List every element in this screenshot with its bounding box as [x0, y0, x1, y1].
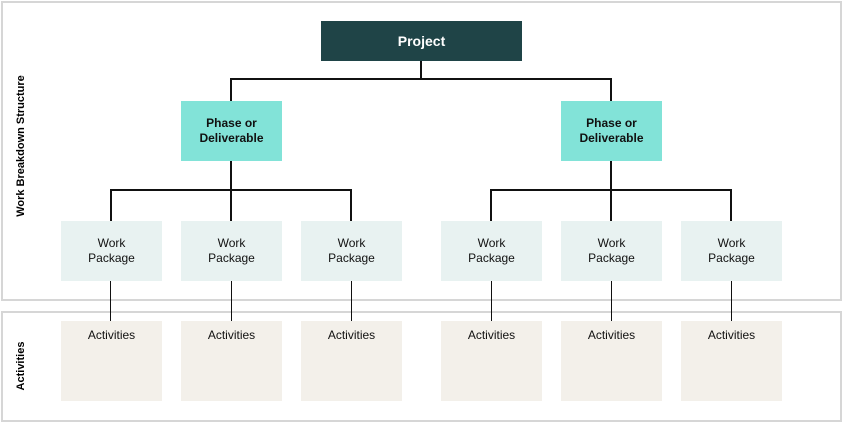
work-package-node: Work Package [181, 221, 282, 281]
connector-phase-1-drop [230, 78, 232, 101]
activities-node: Activities [301, 321, 402, 401]
activities-node: Activities [181, 321, 282, 401]
connector-activity-1 [110, 281, 111, 321]
connector-activity-5 [611, 281, 612, 321]
phase-node: Phase or Deliverable [561, 101, 662, 161]
work-package-node: Work Package [61, 221, 162, 281]
work-package-node: Work Package [441, 221, 542, 281]
connector-wp-4-drop [490, 189, 492, 221]
connector-activity-2 [231, 281, 232, 321]
work-package-node: Work Package [301, 221, 402, 281]
connector-activity-3 [351, 281, 352, 321]
connector-activity-6 [731, 281, 732, 321]
work-package-node: Work Package [561, 221, 662, 281]
connector-project-stem [420, 61, 422, 80]
activities-section-label: Activities [15, 341, 27, 391]
connector-wp-6-drop [730, 189, 732, 221]
connector-wp-3-drop [350, 189, 352, 221]
connector-phase-bar [230, 78, 612, 80]
connector-phase-1-stem [230, 161, 232, 191]
activities-node: Activities [61, 321, 162, 401]
connector-phase-2-drop [610, 78, 612, 101]
activities-node: Activities [561, 321, 662, 401]
connector-activity-4 [491, 281, 492, 321]
connector-wp-1-drop [110, 189, 112, 221]
connector-phase-2-stem [610, 161, 612, 191]
connector-wp-2-drop [230, 189, 232, 221]
phase-node: Phase or Deliverable [181, 101, 282, 161]
wbs-section-label: Work Breakdown Structure [15, 75, 27, 217]
project-node: Project [321, 21, 522, 61]
activities-node: Activities [681, 321, 782, 401]
activities-node: Activities [441, 321, 542, 401]
connector-wp-5-drop [610, 189, 612, 221]
work-package-node: Work Package [681, 221, 782, 281]
